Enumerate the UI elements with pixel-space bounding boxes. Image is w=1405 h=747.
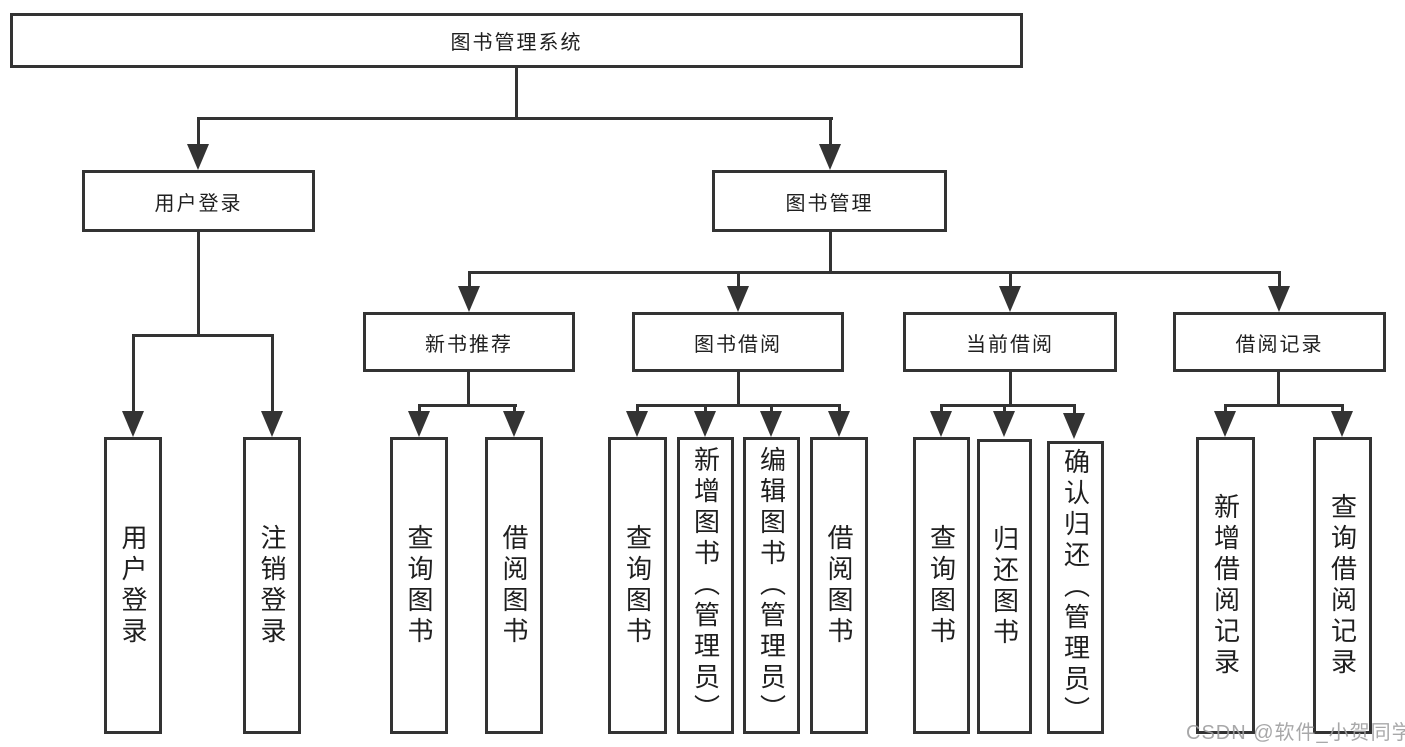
leaf-query-book-3: 查询图书 [913, 437, 970, 734]
connector-line [467, 372, 470, 406]
node-new-book-recommend: 新书推荐 [363, 312, 575, 372]
connector-line [829, 117, 832, 147]
connector-line [1224, 404, 1227, 414]
leaf-query-book-1-label: 查询图书 [404, 523, 434, 648]
leaf-add-book-admin-label: 新增图书（管理员） [690, 446, 721, 725]
connector-line [197, 117, 200, 147]
connector-line [1278, 271, 1281, 288]
leaf-confirm-return-admin: 确认归还（管理员） [1047, 441, 1104, 734]
leaf-query-borrow-record-label: 查询借阅记录 [1327, 492, 1358, 679]
arrowhead-icon [122, 411, 144, 437]
arrowhead-icon [727, 286, 749, 312]
arrowhead-icon [1331, 411, 1353, 437]
leaf-query-borrow-record: 查询借阅记录 [1313, 437, 1372, 734]
leaf-logout: 注销登录 [243, 437, 301, 734]
connector-line [838, 404, 841, 414]
leaf-borrow-book-2-label: 借阅图书 [824, 523, 854, 648]
connector-line [940, 404, 1076, 407]
node-borrow-record-label: 借阅记录 [1235, 333, 1324, 356]
arrowhead-icon [760, 411, 782, 437]
connector-line [513, 404, 516, 414]
connector-line [737, 372, 740, 406]
connector-line [1224, 404, 1344, 407]
arrowhead-icon [187, 144, 209, 170]
node-book-borrow-label: 图书借阅 [694, 333, 782, 356]
connector-line [468, 271, 1281, 274]
connector-line [271, 334, 274, 413]
connector-line [829, 232, 832, 274]
connector-line [737, 271, 740, 288]
arrowhead-icon [1268, 286, 1290, 312]
arrowhead-icon [993, 411, 1015, 437]
leaf-query-book-1: 查询图书 [390, 437, 448, 734]
connector-line [132, 334, 135, 413]
arrowhead-icon [828, 411, 850, 437]
arrowhead-icon [1063, 413, 1085, 439]
connector-line [418, 404, 517, 407]
node-book-management-label: 图书管理 [785, 192, 874, 215]
node-book-borrow: 图书借阅 [632, 312, 844, 372]
node-borrow-record: 借阅记录 [1173, 312, 1386, 372]
arrowhead-icon [458, 286, 480, 312]
leaf-query-book-3-label: 查询图书 [926, 523, 957, 648]
node-root: 图书管理系统 [10, 13, 1023, 68]
node-user-login-label: 用户登录 [154, 192, 243, 215]
connector-line [1003, 404, 1006, 414]
connector-line [1009, 372, 1012, 406]
leaf-query-book-2: 查询图书 [608, 437, 667, 734]
arrowhead-icon [261, 411, 283, 437]
arrowhead-icon [408, 411, 430, 437]
node-root-label: 图书管理系统 [450, 32, 583, 54]
arrowhead-icon [1214, 411, 1236, 437]
csdn-watermark: CSDN @软件_小贺同学 [1186, 722, 1405, 744]
connector-line [770, 404, 773, 414]
leaf-query-book-2-label: 查询图书 [622, 523, 653, 648]
leaf-borrow-book-1: 借阅图书 [485, 437, 543, 734]
leaf-add-borrow-record-label: 新增借阅记录 [1210, 492, 1241, 679]
connector-line [468, 271, 471, 288]
node-user-login: 用户登录 [82, 170, 315, 232]
arrowhead-icon [694, 411, 716, 437]
leaf-edit-book-admin-label: 编辑图书（管理员） [756, 446, 787, 725]
leaf-confirm-return-admin-label: 确认归还（管理员） [1060, 448, 1091, 727]
arrowhead-icon [999, 286, 1021, 312]
connector-line [515, 68, 518, 120]
leaf-logout-label: 注销登录 [257, 523, 287, 648]
connector-line [636, 404, 639, 414]
arrowhead-icon [626, 411, 648, 437]
connector-line [418, 404, 421, 414]
leaf-edit-book-admin: 编辑图书（管理员） [743, 437, 800, 734]
connector-line [197, 232, 200, 337]
arrowhead-icon [503, 411, 525, 437]
connector-line [197, 117, 833, 120]
leaf-return-book: 归还图书 [977, 439, 1032, 734]
connector-line [1009, 271, 1012, 288]
leaf-return-book-label: 归还图书 [989, 524, 1020, 649]
arrowhead-icon [930, 411, 952, 437]
connector-line [1073, 404, 1076, 416]
node-book-management: 图书管理 [712, 170, 947, 232]
leaf-borrow-book-2: 借阅图书 [810, 437, 868, 734]
node-new-book-recommend-label: 新书推荐 [425, 333, 513, 356]
connector-line [132, 334, 274, 337]
node-current-borrow: 当前借阅 [903, 312, 1117, 372]
connector-line [704, 404, 707, 414]
leaf-user-login: 用户登录 [104, 437, 162, 734]
node-current-borrow-label: 当前借阅 [966, 333, 1054, 356]
arrowhead-icon [819, 144, 841, 170]
leaf-add-borrow-record: 新增借阅记录 [1196, 437, 1255, 734]
connector-line [1341, 404, 1344, 414]
leaf-add-book-admin: 新增图书（管理员） [677, 437, 734, 734]
connector-line [1277, 372, 1280, 406]
connector-line [940, 404, 943, 414]
connector-line [636, 404, 840, 407]
leaf-user-login-label: 用户登录 [118, 523, 148, 648]
leaf-borrow-book-1-label: 借阅图书 [499, 523, 529, 648]
